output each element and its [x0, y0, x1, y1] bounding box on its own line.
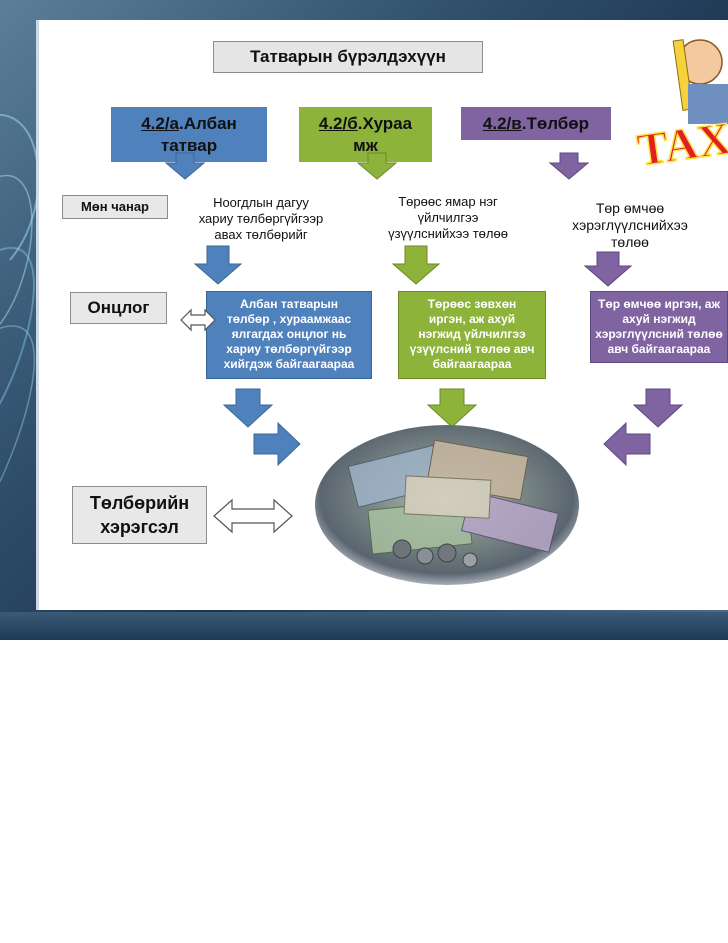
feature-line: нэгжид үйлчилгээ [418, 327, 526, 341]
header-official-tax-code: 4.2/а [141, 114, 179, 133]
feature-line: ахуй нэгжид [622, 312, 696, 326]
arrow-down-purple-3 [632, 388, 684, 428]
feature-line: иргэн, аж ахуй [428, 312, 516, 326]
essence-fee: Төрөөс ямар нэг үйлчилгээ үзүүлснийхээ т… [368, 194, 528, 242]
feature-line: байгаагаараа [432, 357, 512, 371]
essence-payment: Төр өмчөө хэрэглүүлснийхээ төлөө [560, 200, 700, 251]
arrow-down-green-2 [391, 245, 441, 285]
label-instrument-line2: хэрэгсэл [100, 517, 179, 537]
tax-logo: TAX [633, 39, 728, 176]
feature-line: ялгагдах онцлог нь [231, 327, 347, 341]
label-feature: Онцлог [70, 292, 167, 324]
feature-line: хариу төлбөргүйгээр [226, 342, 352, 356]
header-official-tax-name: .Албан [179, 114, 237, 133]
essence-line: Төрөөс ямар нэг [398, 194, 498, 209]
arrow-down-blue-1 [164, 152, 206, 180]
feature-line: Төрөөс зөвхөн [427, 297, 517, 311]
header-fee-name: .Хураа [357, 114, 413, 133]
feature-line: Төр өмчөө иргэн, аж [598, 297, 720, 311]
essence-line: Төр өмчөө [595, 200, 665, 216]
essence-line: төлөө [611, 234, 649, 250]
feature-line: авч байгаагаараа [607, 342, 711, 356]
arrow-right-blue [253, 421, 301, 467]
essence-line: үйлчилгээ [417, 210, 479, 225]
arrow-down-green-3 [426, 388, 478, 428]
diagram-title: Татварын бүрэлдэхүүн [213, 41, 483, 73]
header-fee: 4.2/б.Хураа мж [299, 107, 432, 162]
essence-official-tax: Ноогдлын дагуу хариу төлбөргүйгээр авах … [182, 195, 340, 243]
label-instrument-line1: Төлбөрийн [89, 493, 190, 513]
label-essence: Мөн чанар [62, 195, 168, 219]
money-image [315, 425, 579, 585]
slide-footer-band [0, 612, 728, 640]
diagram-graphics [164, 152, 684, 585]
essence-line: хэрэглүүлснийхээ [572, 217, 688, 233]
essence-line: авах төлбөрийг [214, 227, 308, 242]
header-payment: 4.2/в.Төлбөр [461, 107, 611, 140]
feature-fee: Төрөөс зөвхөн иргэн, аж ахуй нэгжид үйлч… [398, 291, 546, 379]
essence-line: Ноогдлын дагуу [213, 195, 309, 210]
double-arrow-feature [180, 308, 216, 332]
header-fee-name-2: мж [353, 136, 378, 155]
arrow-down-purple-2 [583, 251, 633, 287]
header-fee-code: 4.2/б [318, 114, 358, 133]
arrow-left-purple [603, 421, 651, 467]
swirl-decoration [0, 113, 40, 483]
feature-line: төлбөр , хураамжаас [226, 312, 352, 326]
double-arrow-instrument [213, 498, 293, 534]
essence-line: үзүүлснийхээ төлөө [388, 226, 508, 241]
header-official-tax-name-2: татвар [160, 136, 218, 155]
feature-line: хэрэглүүлсний төлөө [595, 327, 723, 341]
feature-line: хийгдэж байгаагаараа [223, 357, 355, 371]
feature-official-tax: Албан татварын төлбөр , хураамжаас ялгаг… [206, 291, 372, 379]
arrow-down-purple-1 [548, 152, 590, 180]
tax-logo-text: TAX [634, 112, 728, 176]
arrow-down-blue-3 [222, 388, 274, 428]
label-instrument: Төлбөрийн хэрэгсэл [72, 486, 207, 544]
arrow-down-blue-2 [193, 245, 243, 285]
feature-line: үзүүлсний төлөө авч [409, 342, 535, 356]
arrow-down-green-1 [356, 152, 398, 180]
header-payment-code: 4.2/в [482, 114, 522, 133]
header-payment-name: .Төлбөр [521, 114, 590, 133]
feature-line: Албан татварын [240, 297, 338, 311]
essence-line: хариу төлбөргүйгээр [198, 211, 324, 226]
